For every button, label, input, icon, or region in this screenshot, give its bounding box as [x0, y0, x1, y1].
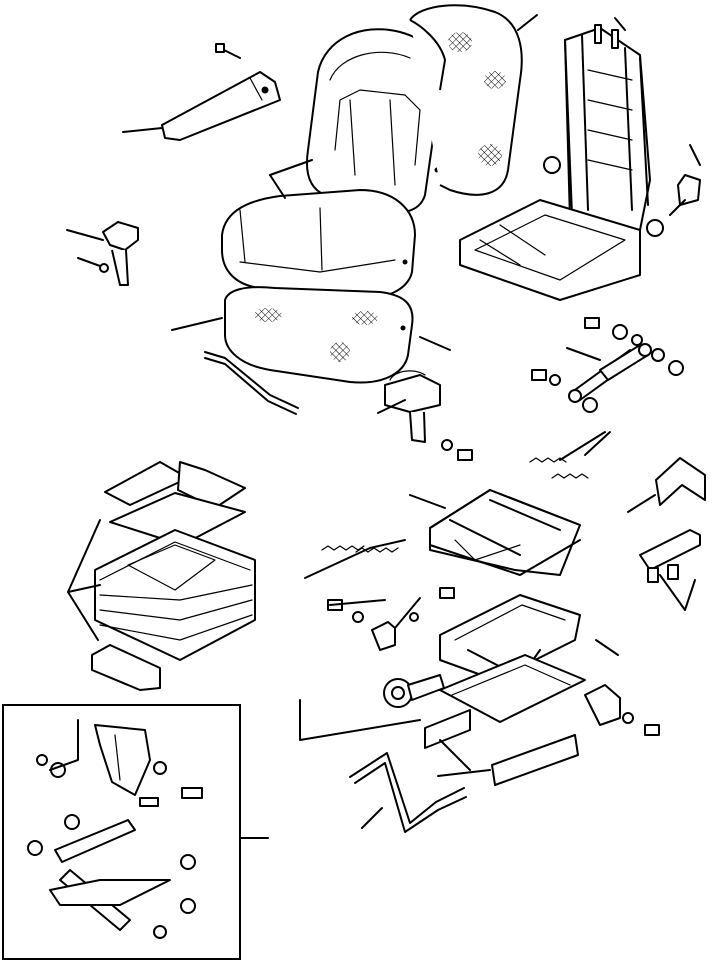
pull-springs — [321, 545, 399, 553]
seat-adjust-rod — [204, 351, 299, 415]
top-plate-left — [104, 461, 246, 509]
backrest-frame — [543, 24, 701, 251]
seat-cushion-base — [224, 286, 414, 384]
seat-belt-buckle — [77, 221, 139, 286]
suspension-top-frame — [429, 489, 581, 576]
mounting-plate — [109, 492, 246, 546]
seat-pan-frame — [459, 199, 641, 301]
adjuster-knob — [383, 674, 445, 708]
seat-cushion — [221, 189, 416, 301]
gas-spring — [531, 317, 684, 413]
slide-block — [639, 529, 701, 583]
angle-bracket — [327, 587, 455, 651]
callout-leaders — [66, 14, 701, 829]
detail-inset — [2, 704, 269, 960]
cover-strip — [655, 457, 706, 506]
adjust-handle — [299, 699, 467, 833]
stop-block — [584, 684, 660, 736]
suspension-bellows — [94, 529, 256, 661]
armrest — [161, 43, 281, 141]
slide-rails — [424, 709, 579, 786]
tension-springs — [529, 431, 611, 479]
backrest-rear-cover — [409, 4, 523, 196]
bellows-clamp — [91, 644, 161, 691]
scissor-lift — [439, 594, 586, 723]
switch-bracket — [384, 370, 473, 461]
